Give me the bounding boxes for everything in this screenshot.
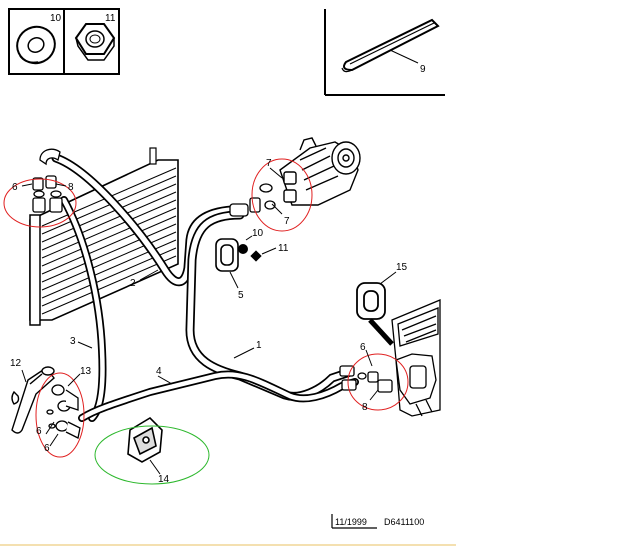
evaporator-drawing: [391, 299, 441, 417]
callout-6-right: 6: [360, 342, 366, 353]
callout-15: 15: [396, 262, 408, 273]
condenser-fin: [41, 231, 177, 291]
callout-5: 5: [238, 290, 244, 301]
compressor-drawing: [279, 137, 361, 206]
callout-6-left: 6: [12, 182, 18, 193]
callout-numbers: 6 8 7 7 10 11 5 2 3 1 4 15 6 8 12 13 6 6…: [10, 158, 408, 485]
condenser-fin: [41, 175, 177, 235]
callout-11-box: 11: [105, 13, 116, 24]
footer-date: 11/1999: [335, 517, 367, 527]
compressor-fittings: [229, 183, 276, 217]
callout-2: 2: [130, 278, 136, 289]
condenser-fin: [41, 183, 177, 243]
nut-icon: [74, 23, 116, 61]
condenser-drawing: [29, 147, 179, 326]
callout-6-low-b: 6: [44, 443, 50, 454]
condenser-fin: [41, 223, 177, 283]
inset-seal-box: 9: [324, 9, 445, 96]
clip-12: [11, 390, 20, 405]
pipe-4: [78, 370, 359, 422]
highlight-circles: [3, 158, 409, 485]
condenser-fin: [41, 191, 177, 251]
part-15-gasket: [356, 282, 386, 320]
inset-parts-box: 10 11: [8, 8, 120, 75]
callout-6-low-a: 6: [36, 426, 42, 437]
part-14-plate: [127, 416, 163, 463]
condenser-fins: [41, 167, 177, 315]
condenser-fin: [41, 207, 177, 267]
part-5-seal: [215, 238, 239, 272]
pipe-2: [51, 153, 237, 287]
pipe-3: [60, 196, 107, 422]
leader-lines: [21, 167, 397, 475]
drier-fittings: [46, 384, 81, 439]
callout-12: 12: [10, 358, 22, 369]
nut-11-dot: [250, 250, 262, 262]
condenser-fin: [41, 199, 177, 259]
callout-7-mid: 7: [284, 216, 290, 227]
callout-10-box: 10: [50, 13, 62, 24]
callout-4: 4: [156, 366, 162, 377]
seal-strip-icon: [341, 18, 440, 73]
callout-8-left: 8: [68, 182, 74, 193]
callout-8-right: 8: [362, 402, 368, 413]
callout-3: 3: [70, 336, 76, 347]
footer-stamp: 11/1999 D6411100: [331, 514, 424, 529]
callout-11-mid: 11: [278, 243, 289, 254]
condenser-fin: [41, 215, 177, 275]
callout-1: 1: [256, 340, 262, 351]
pipe-1: [185, 210, 355, 401]
callout-9: 9: [420, 64, 426, 75]
washer-icon: [16, 25, 56, 65]
washer-10-dot: [238, 244, 248, 254]
callout-13: 13: [80, 366, 92, 377]
part-15-arrow: [368, 318, 394, 346]
condenser-fin: [41, 255, 177, 315]
footer-code: D6411100: [384, 517, 424, 527]
callout-14: 14: [158, 474, 170, 485]
callout-7-top: 7: [266, 158, 272, 169]
condenser-connectors: [32, 148, 63, 213]
callout-10-mid: 10: [252, 228, 264, 239]
